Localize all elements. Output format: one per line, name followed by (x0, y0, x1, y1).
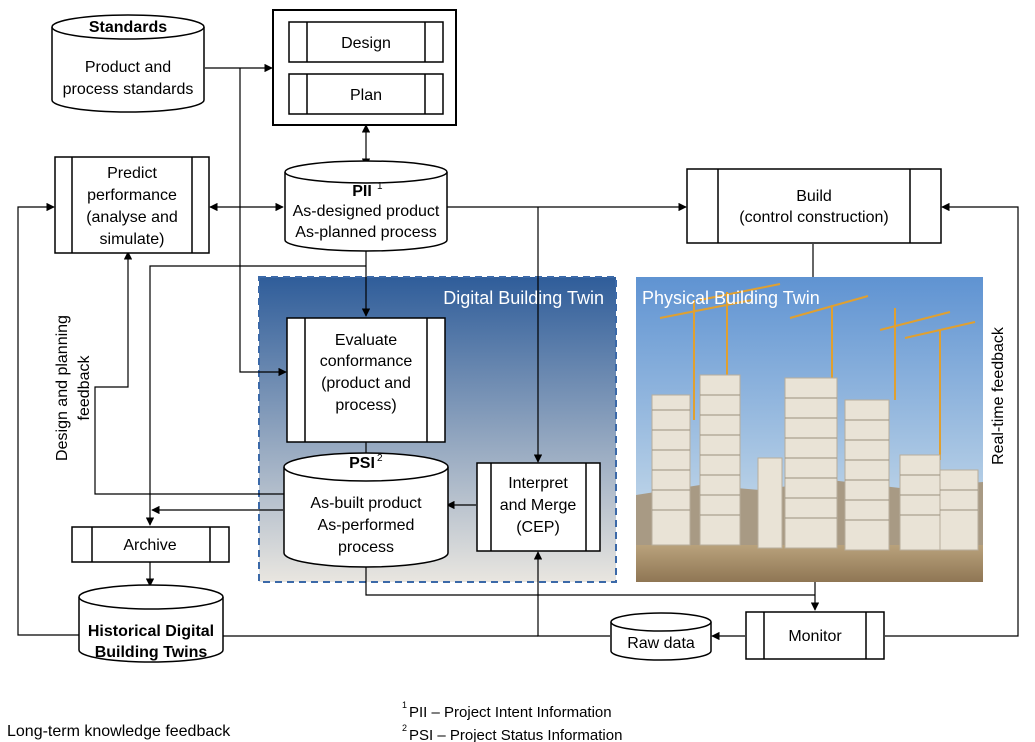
real-time-feedback-text: Real-time feedback (990, 326, 1007, 465)
pii-title: PII (352, 183, 372, 200)
raw-data-database: Raw data (610, 612, 712, 661)
connectors (17, 63, 1019, 641)
plan-label: Plan (350, 87, 382, 104)
evaluate-line-1: Evaluate (335, 332, 397, 349)
footnote-1-text: PII – Project Intent Information (409, 704, 612, 721)
psi-line-3: process (338, 539, 394, 556)
build-line-2: (control construction) (739, 209, 888, 226)
interpret-line-1: Interpret (508, 475, 568, 492)
archive-box: Archive (71, 526, 230, 563)
design-feedback-line-1: Design and planning (54, 315, 71, 461)
digital-twin-title: Digital Building Twin (443, 288, 604, 308)
interpret-line-2: and Merge (500, 497, 577, 514)
historical-twins-database: Historical Digital Building Twins (78, 584, 224, 663)
evaluate-conformance-box: Evaluate conformance (product and proces… (286, 317, 446, 443)
predict-line-3: (analyse and (86, 209, 178, 226)
pii-database: PII 1 As-designed product As-planned pro… (284, 160, 448, 252)
archive-label: Archive (123, 537, 176, 554)
physical-twin-title: Physical Building Twin (642, 288, 820, 308)
standards-line-1: Product and (85, 59, 171, 76)
interpret-merge-box: Interpret and Merge (CEP) (476, 462, 601, 552)
interpret-line-3: (CEP) (516, 519, 560, 536)
historical-line-2: Building Twins (95, 644, 208, 661)
predict-performance-box: Predict performance (analyse and simulat… (54, 156, 210, 254)
psi-title: PSI (349, 455, 375, 472)
historical-line-1: Historical Digital (88, 623, 214, 640)
footnote-2-text: PSI – Project Status Information (409, 727, 622, 742)
design-planning-feedback-label: Design and planning feedback (54, 315, 93, 461)
pii-line-1: As-designed product (293, 203, 440, 220)
evaluate-line-2: conformance (320, 353, 413, 370)
monitor-label: Monitor (788, 628, 842, 645)
build-box: Build (control construction) (686, 168, 942, 244)
pii-superscript: 1 (377, 181, 383, 192)
design-process-box: Design (288, 21, 444, 63)
monitor-box: Monitor (745, 611, 885, 660)
standards-line-2: process standards (63, 81, 194, 98)
build-line-1: Build (796, 188, 832, 205)
psi-database: PSI 2 As-built product As-performed proc… (283, 452, 449, 568)
standards-database: Standards Product and process standards (51, 14, 205, 113)
plan-process-box: Plan (288, 73, 444, 115)
predict-line-4: simulate) (100, 231, 165, 248)
physical-twin-photo: Physical Building Twin (636, 277, 983, 582)
footnote-1-number: 1 (402, 700, 407, 710)
design-label: Design (341, 35, 391, 52)
pii-line-2: As-planned process (295, 224, 436, 241)
footnote-2-number: 2 (402, 723, 407, 733)
raw-data-label: Raw data (627, 635, 695, 652)
predict-line-2: performance (87, 187, 177, 204)
long-term-feedback-label: Long-term knowledge feedback (7, 723, 231, 740)
design-plan-group: Design Plan (272, 9, 457, 126)
footnotes: 1 PII – Project Intent Information 2 PSI… (402, 700, 622, 742)
psi-superscript: 2 (377, 453, 383, 464)
evaluate-line-3: (product and (321, 375, 411, 392)
psi-line-2: As-performed (318, 517, 415, 534)
design-feedback-line-2: feedback (76, 355, 93, 421)
evaluate-line-4: process) (335, 397, 396, 414)
predict-line-1: Predict (107, 165, 157, 182)
real-time-feedback-label: Real-time feedback (990, 326, 1007, 465)
standards-title: Standards (89, 19, 167, 36)
psi-line-1: As-built product (310, 495, 422, 512)
